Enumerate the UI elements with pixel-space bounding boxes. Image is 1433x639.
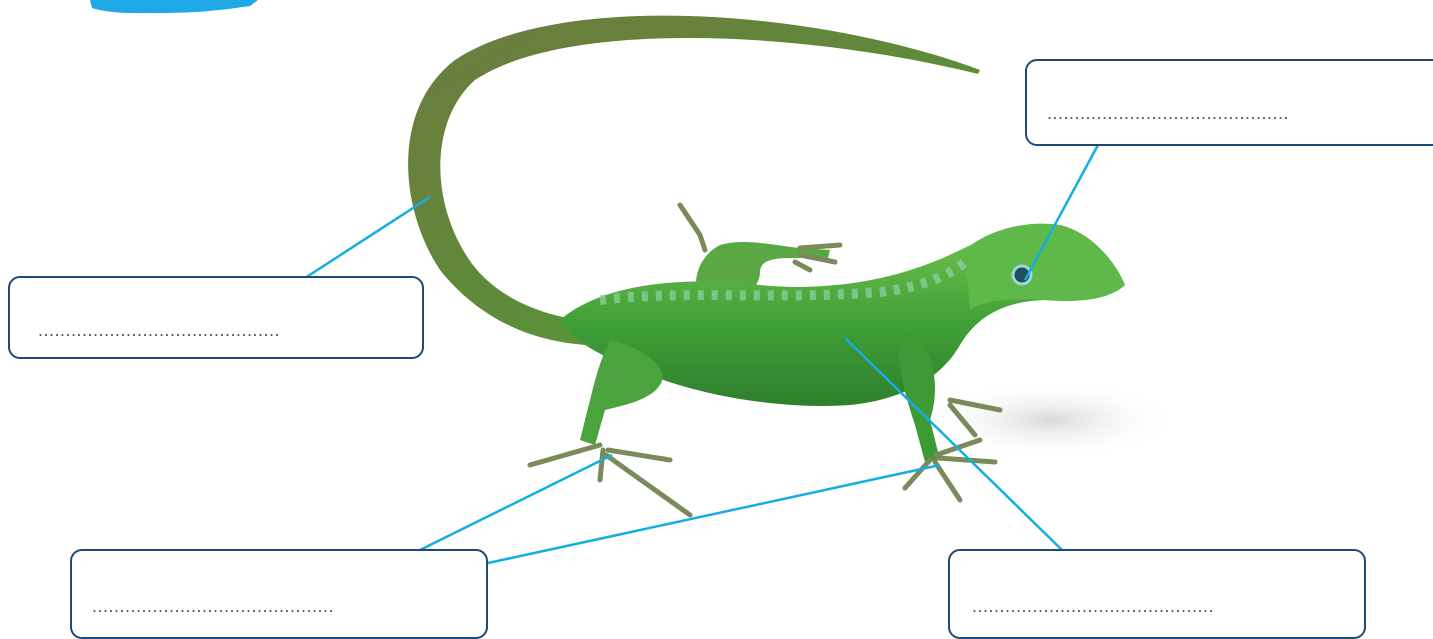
answer-blank-eye[interactable]: ........................................… (1047, 104, 1289, 144)
answer-blank-tail[interactable]: ........................................… (38, 321, 280, 357)
label-box-feet[interactable]: ........................................… (70, 549, 488, 639)
lizard-head (965, 224, 1125, 310)
label-box-tail[interactable]: ........................................… (8, 276, 424, 359)
label-box-eye[interactable]: ........................................… (1025, 59, 1433, 146)
leader-line-tail (305, 197, 430, 278)
answer-blank-body[interactable]: ........................................… (972, 597, 1214, 637)
leader-line-front-foot (488, 465, 940, 563)
label-box-body[interactable]: ........................................… (948, 549, 1366, 639)
answer-blank-feet[interactable]: ........................................… (92, 597, 334, 637)
leader-line-hind-foot (420, 455, 612, 550)
